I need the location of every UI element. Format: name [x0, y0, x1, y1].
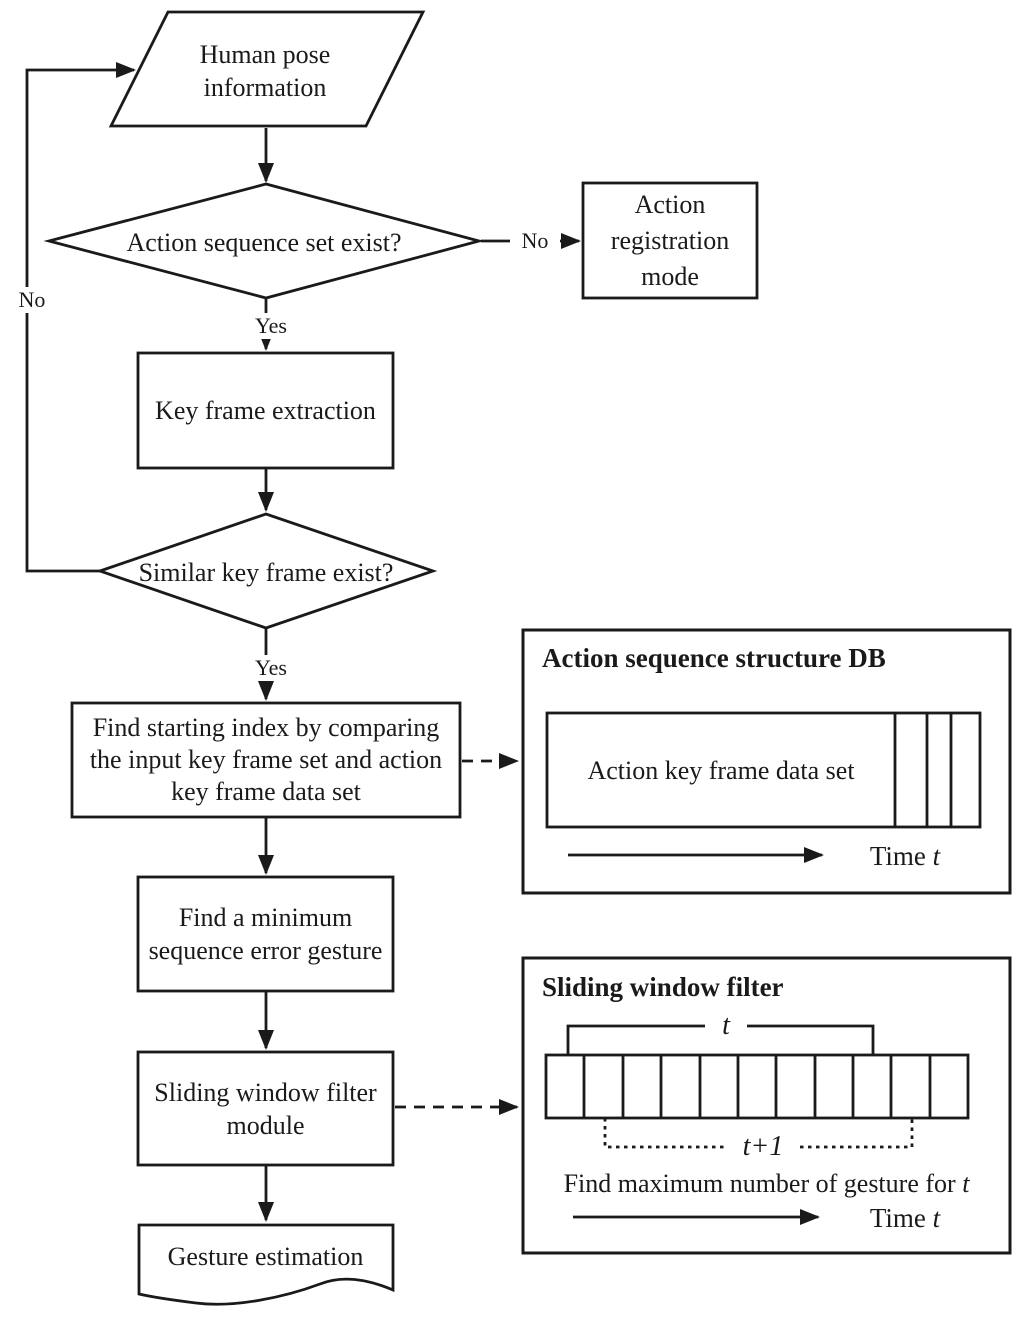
edge-label-yes-top: Yes — [244, 313, 298, 339]
sw-caption: Find maximum number of gesture for t — [523, 1167, 1010, 1200]
gesture-estimation-label: Gesture estimation — [167, 1241, 364, 1271]
sw-t-plus-label: t+1 — [726, 1132, 800, 1162]
db-panel-title: Action sequence structure DB — [542, 643, 886, 673]
db-panel-rect — [521, 628, 1012, 895]
sw-caption-var: t — [962, 1169, 970, 1198]
decision2-diamond — [95, 512, 438, 630]
action-registration-rect — [581, 181, 759, 300]
db-time-label: Time t — [850, 840, 960, 873]
human-pose-parallelogram — [108, 10, 426, 128]
fsi-line2: the input key frame set and action — [89, 745, 443, 774]
edge-label-no-feedback: No — [7, 287, 57, 313]
sw-time-var: t — [932, 1203, 941, 1233]
db-dataset-rect — [545, 711, 982, 829]
fsi-line1: Find starting index by comparing — [92, 713, 440, 742]
action-registration-label: Action registration mode — [583, 183, 757, 298]
find-minimum-label: Find a minimum sequence error gesture — [138, 877, 393, 991]
sw-cell-dividers — [582, 1055, 932, 1118]
decision2-label: Similar key frame exist? — [138, 558, 394, 587]
sw-panel-title: Sliding window filter — [542, 972, 784, 1002]
flow-arrow-no-feedback — [25, 62, 136, 573]
action-registration-line1: Action — [634, 189, 706, 219]
human-pose-line2: information — [203, 73, 327, 102]
fsi-line3: key frame data set — [171, 777, 361, 806]
fmin-line2: sequence error gesture — [148, 936, 383, 965]
gesture-estimation-document — [137, 1223, 395, 1306]
sw-time-label: Time t — [850, 1202, 960, 1235]
sw-panel-rect — [521, 956, 1012, 1255]
fmin-line1: Find a minimum — [178, 903, 353, 932]
human-pose-line1: Human pose — [199, 40, 331, 69]
sw-caption-text: Find maximum number of gesture for — [563, 1169, 956, 1198]
swm-line1: Sliding window filter — [154, 1077, 377, 1107]
edge-label-yes-bottom: Yes — [244, 655, 298, 681]
key-frame-extraction-label: Key frame extraction — [155, 396, 376, 425]
decision1-diamond — [43, 182, 485, 300]
sw-cell-row — [544, 1053, 970, 1120]
db-time-var: t — [932, 841, 941, 871]
swm-line2: module — [226, 1110, 305, 1140]
edge-label-no-right: No — [510, 228, 560, 254]
decision1-label: Action sequence set exist? — [126, 228, 402, 257]
action-registration-line3: mode — [641, 261, 699, 291]
action-registration-line2: registration — [610, 225, 730, 255]
human-pose-label: Human pose information — [140, 38, 390, 104]
find-starting-index-label: Find starting index by comparing the inp… — [72, 703, 460, 817]
db-time-word: Time — [869, 841, 926, 871]
db-dataset-label: Action key frame data set — [587, 755, 855, 785]
sw-time-word: Time — [869, 1203, 926, 1233]
sw-t-label: t — [705, 1011, 747, 1041]
sliding-window-module-label: Sliding window filter module — [138, 1052, 393, 1165]
